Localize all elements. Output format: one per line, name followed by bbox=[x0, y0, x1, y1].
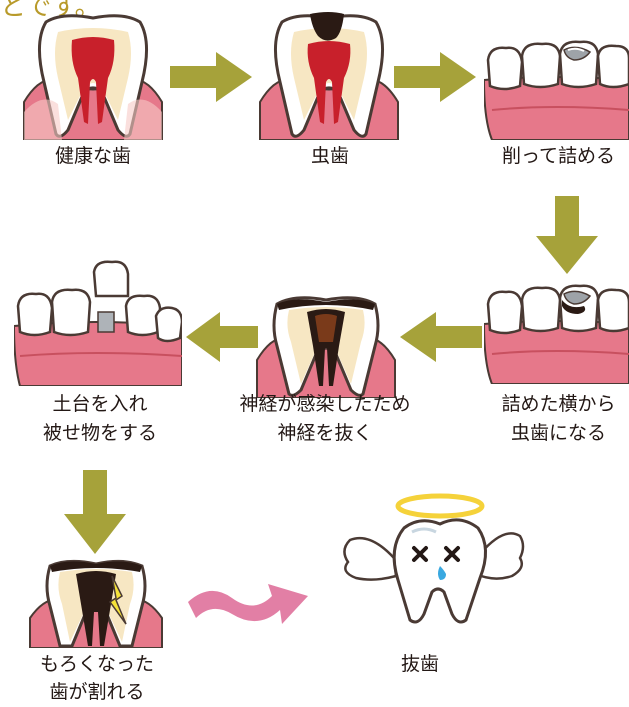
root-canal-tooth-illustration bbox=[255, 286, 397, 398]
filled-teeth-illustration bbox=[484, 40, 629, 140]
cracked-tooth-illustration bbox=[28, 556, 164, 648]
step-label-healthy: 健康な歯 bbox=[18, 142, 168, 171]
step-label-extraction: 抜歯 bbox=[360, 650, 480, 679]
angel-tooth-illustration bbox=[340, 488, 526, 628]
step-label-crown-line1: 土台を入れ bbox=[20, 390, 180, 419]
step-label-cracked-line1: もろくなった bbox=[14, 650, 180, 679]
healthy-tooth-illustration bbox=[22, 12, 164, 140]
cavity-tooth-illustration bbox=[258, 6, 400, 140]
step-label-secondary-cavity-line2: 虫歯になる bbox=[488, 419, 629, 448]
arrow-right-wavy-icon bbox=[188, 572, 314, 628]
secondary-cavity-teeth-illustration bbox=[484, 284, 629, 384]
step-label-crown-line2: 被せ物をする bbox=[20, 419, 180, 448]
arrow-left-icon bbox=[400, 312, 482, 362]
step-label-cavity: 虫歯 bbox=[255, 142, 405, 171]
step-label-root-canal-line1: 神経が感染したため bbox=[210, 390, 440, 419]
arrow-right-icon bbox=[394, 52, 476, 102]
arrow-left-icon bbox=[186, 312, 258, 362]
step-label-root-canal-line2: 神経を抜く bbox=[210, 419, 440, 448]
arrow-down-icon bbox=[64, 470, 126, 554]
arrow-down-icon bbox=[536, 196, 598, 274]
step-label-filled: 削って詰める bbox=[488, 142, 629, 171]
crown-teeth-illustration bbox=[14, 260, 182, 386]
arrow-right-icon bbox=[170, 52, 252, 102]
step-label-secondary-cavity-line1: 詰めた横から bbox=[488, 390, 629, 419]
